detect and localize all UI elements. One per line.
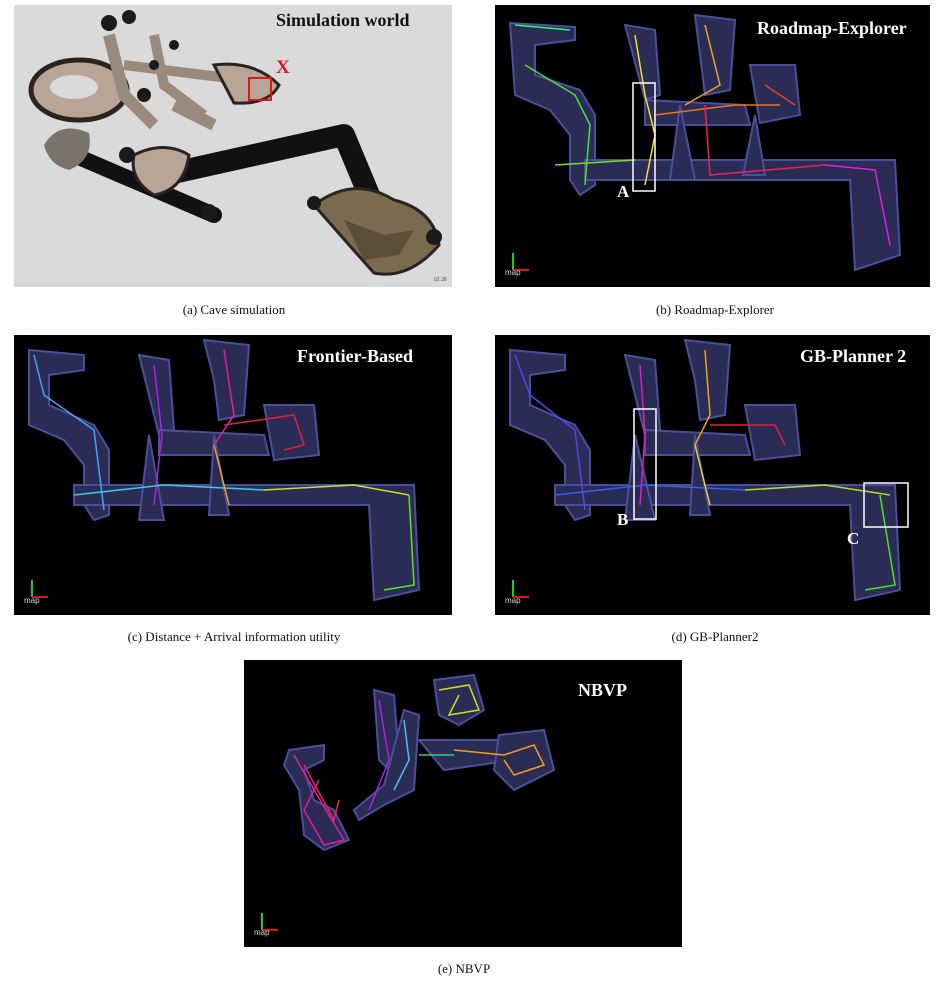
caption-c: (c) Distance + Arrival information utili… bbox=[127, 629, 341, 644]
caption-a: (a) Cave simulation bbox=[182, 302, 286, 317]
highlight-box-a bbox=[632, 82, 656, 192]
axis-label: map bbox=[24, 596, 40, 605]
caption-e: (e) NBVP bbox=[437, 961, 491, 976]
cave-map-d bbox=[509, 338, 909, 602]
cave-map-e bbox=[261, 673, 556, 931]
panel-a-title: Simulation world bbox=[276, 10, 410, 30]
marker-x: X bbox=[276, 57, 290, 78]
panel-c-frontier-based: Frontier-Based map bbox=[14, 335, 452, 615]
marker-c: C bbox=[847, 529, 860, 548]
highlight-box-c bbox=[863, 482, 909, 528]
panel-e-title: NBVP bbox=[578, 680, 627, 700]
marker-a: A bbox=[617, 182, 630, 201]
highlight-box-b bbox=[633, 408, 657, 520]
panel-d-gb-planner-2: GB-Planner 2 B C map bbox=[495, 335, 930, 615]
axis-label: map bbox=[505, 596, 521, 605]
marker-b: B bbox=[617, 510, 629, 529]
coordinate-readout: 82.38 bbox=[434, 277, 447, 283]
panel-e-nbvp: NBVP map bbox=[244, 660, 682, 947]
cave-map-c bbox=[28, 338, 421, 602]
highlight-box-x bbox=[248, 77, 272, 101]
axis-label: map bbox=[254, 928, 270, 937]
caption-b: (b) Roadmap-Explorer bbox=[655, 302, 775, 317]
axis-label: map bbox=[505, 268, 521, 277]
panel-b-title: Roadmap-Explorer bbox=[757, 18, 907, 38]
caption-d: (d) GB-Planner2 bbox=[671, 629, 759, 644]
panel-b-roadmap-explorer: Roadmap-Explorer A map bbox=[495, 5, 930, 287]
cave-3d-render bbox=[28, 10, 442, 276]
panel-d-title: GB-Planner 2 bbox=[800, 346, 907, 366]
panel-a-simulation-world: Simulation world X 82.38 bbox=[14, 5, 452, 287]
panel-c-title: Frontier-Based bbox=[297, 346, 413, 366]
cave-map-b bbox=[508, 13, 902, 272]
